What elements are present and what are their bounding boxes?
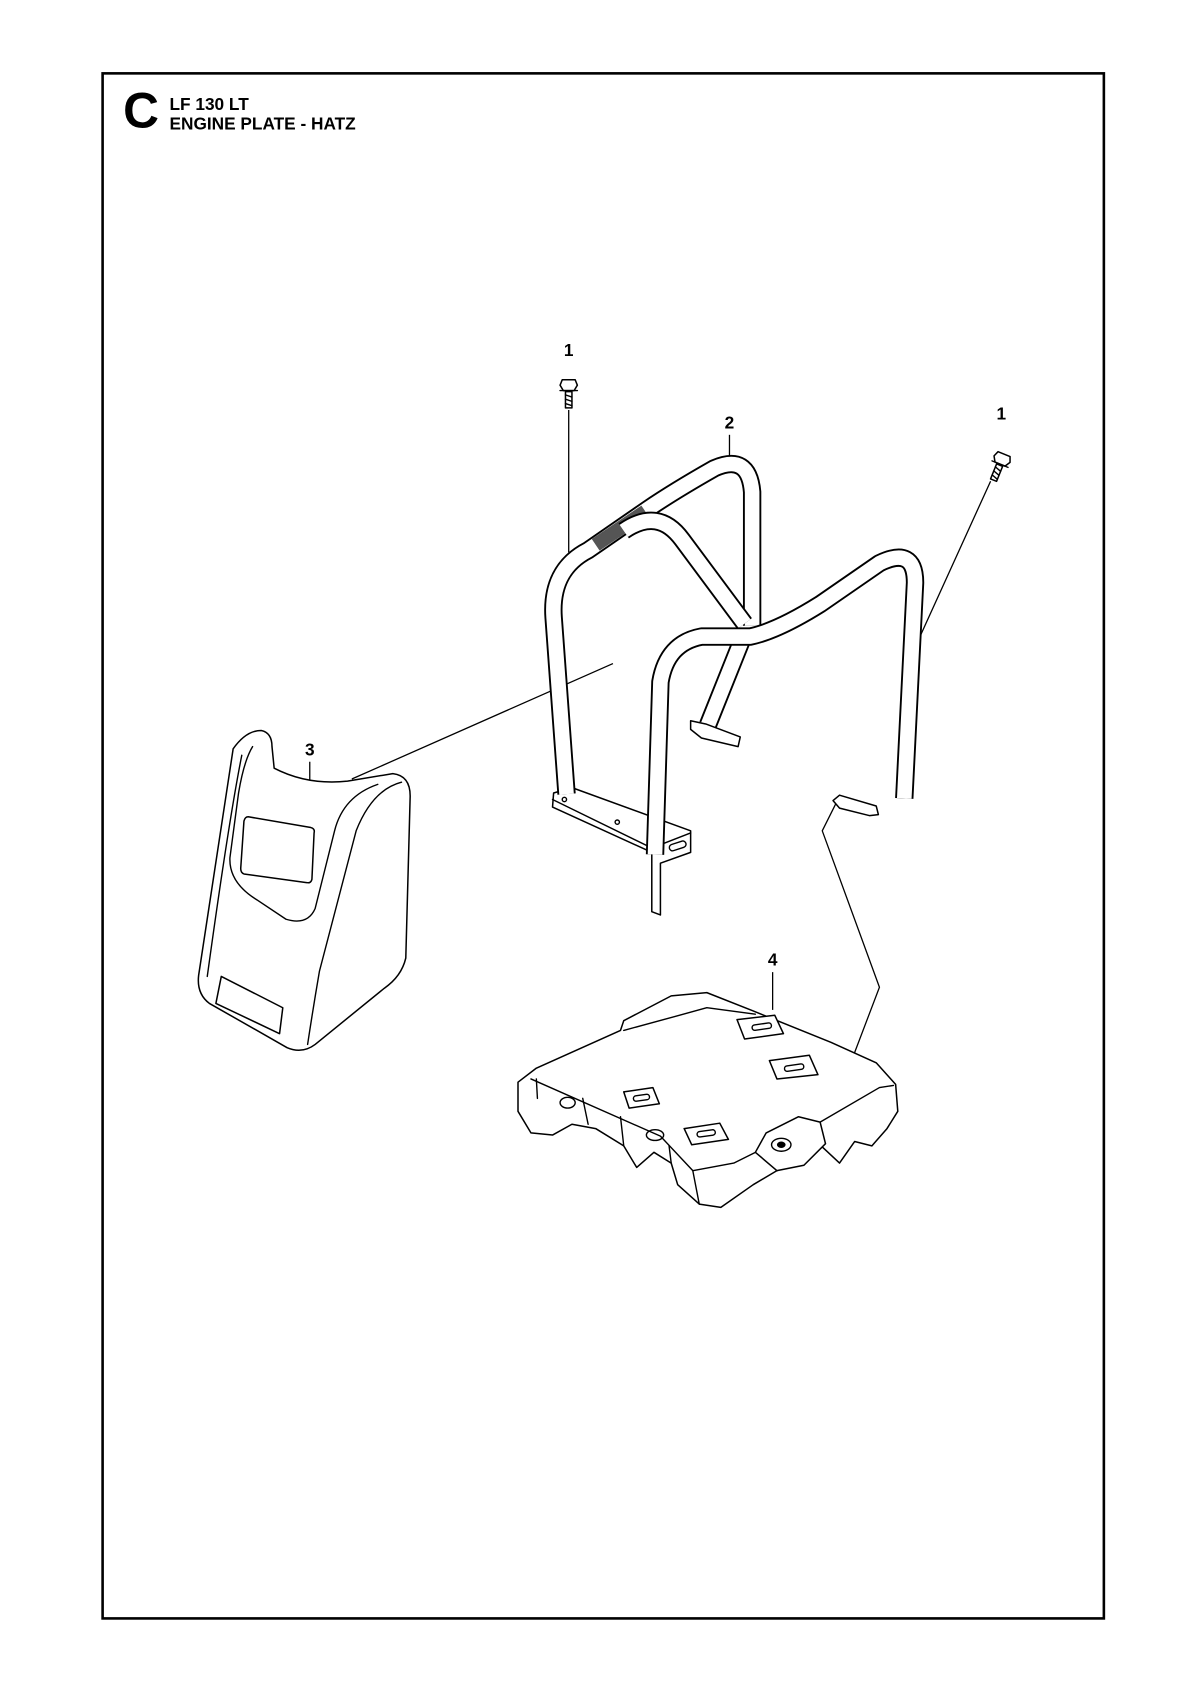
cover-outline — [197, 729, 411, 1051]
diagram-header: C LF 130 LT ENGINE PLATE - HATZ — [123, 82, 356, 138]
frame-base-slot — [668, 840, 687, 852]
section-letter: C — [123, 82, 159, 138]
leader-frame-to-plate — [821, 798, 881, 1065]
diagram-title: ENGINE PLATE - HATZ — [170, 113, 357, 133]
engine-cover — [197, 729, 411, 1051]
engine-plate-tab — [768, 1054, 819, 1080]
callout-screw-left: 1 — [564, 340, 574, 360]
cover-window — [239, 816, 316, 884]
frame-foot-bracket — [832, 794, 880, 817]
model-name: LF 130 LT — [170, 94, 250, 114]
leader-screw-right — [914, 480, 992, 648]
callout-labels: 1 2 1 3 4 — [305, 340, 1007, 970]
frame-base-plate — [551, 786, 692, 916]
engine-plate-hole — [559, 1096, 576, 1109]
engine-plate — [517, 991, 899, 1209]
callout-frame: 2 — [725, 412, 735, 432]
engine-plate-hole — [645, 1128, 665, 1142]
leader-cover-to-frame — [351, 662, 614, 780]
frame-foot-bracket — [689, 719, 742, 748]
callout-cover: 3 — [305, 739, 315, 759]
screw-icon — [559, 379, 579, 409]
engine-plate-tab — [622, 1086, 661, 1109]
screw-icon — [989, 450, 1011, 483]
engine-plate-tab — [736, 1014, 785, 1040]
callout-screw-right: 1 — [997, 404, 1007, 424]
callout-engine-plate: 4 — [768, 950, 778, 970]
engine-plate-tab — [683, 1122, 730, 1146]
page-border — [101, 72, 1106, 1620]
frame-assembly — [544, 455, 925, 916]
cover-inner-panel — [229, 745, 379, 922]
cover-label-area — [215, 975, 284, 1035]
